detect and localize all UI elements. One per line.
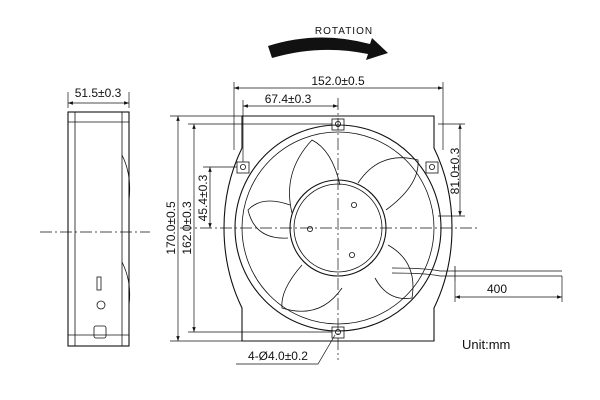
fan-frame-outline — [223, 115, 453, 342]
mount-height-dimension-label: 162.0±0.3 — [180, 201, 194, 255]
lead-length-dimension-label: 400 — [487, 282, 507, 296]
hole-offset-dimension-label: 45.4±0.3 — [196, 174, 210, 221]
rotation-label: ROTATION — [315, 26, 373, 37]
rotation-indicator: ROTATION — [268, 26, 388, 60]
width-dimension-label: 152.0±0.5 — [311, 74, 365, 88]
hole-spacing-dimension-label: 81.0±0.3 — [448, 147, 462, 194]
holes-dimension-label: 4-Ø4.0±0.2 — [248, 349, 308, 363]
side-view: 51.5±0.3 — [40, 86, 150, 347]
depth-dimension-label: 51.5±0.3 — [75, 86, 122, 100]
lead-wires — [391, 266, 562, 281]
mounting-hole-icon — [428, 163, 435, 170]
fan-blades — [247, 139, 419, 312]
height-dimension-label: 170.0±0.5 — [164, 201, 178, 255]
half-width-dimension-label: 67.4±0.3 — [265, 92, 312, 106]
rotation-arrow-icon — [268, 37, 388, 60]
mounting-hole-icon — [239, 163, 246, 170]
unit-label: Unit:mm — [462, 337, 510, 352]
front-view — [180, 98, 562, 360]
front-dimensions: 152.0±0.5 67.4±0.3 170.0±0.5 162.0±0.3 4… — [164, 74, 563, 365]
